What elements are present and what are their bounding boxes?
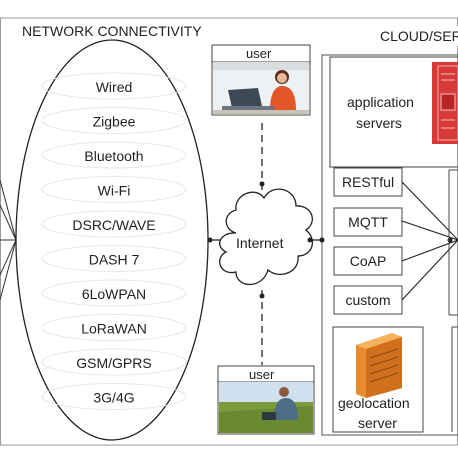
bottom-user-label: user <box>249 367 275 382</box>
protocol-pill <box>41 176 187 203</box>
cloud-section-frame <box>321 54 458 436</box>
geolocation-label-line2: server <box>358 415 397 431</box>
cloud-services-title: CLOUD/SER <box>380 28 458 44</box>
junction-dot <box>207 237 213 243</box>
network-protocols-ellipse <box>15 39 209 441</box>
protocol-label: Wired <box>96 79 133 95</box>
api-label: RESTful <box>342 174 394 190</box>
protocol-label: DASH 7 <box>89 252 140 268</box>
junction-dot <box>259 293 265 299</box>
protocol-label: 6LoWPAN <box>82 286 146 302</box>
protocol-pill <box>41 279 187 307</box>
protocol-pill <box>41 210 187 238</box>
internet-label: Internet <box>236 235 284 251</box>
api-box <box>333 246 403 276</box>
api-box <box>333 167 403 197</box>
protocol-pill <box>41 107 187 134</box>
junction-dot <box>307 237 313 243</box>
protocol-label: Zigbee <box>93 114 136 130</box>
woman-laptop-photo <box>213 62 309 114</box>
protocol-pill <box>41 72 187 100</box>
network-connectivity-title: NETWORK CONNECTIVITY <box>22 23 202 39</box>
app-servers-label-line1: application <box>347 94 414 110</box>
protocol-label: GSM/GPRS <box>76 355 151 371</box>
device-fan-lines <box>0 179 17 301</box>
internet-cloud <box>219 188 314 286</box>
junction-dot <box>319 237 325 243</box>
api-label: MQTT <box>348 214 388 230</box>
geolocation-frame <box>332 326 424 433</box>
api-label: CoAP <box>350 253 387 269</box>
protocol-pill <box>41 348 187 376</box>
protocol-label: 3G/4G <box>93 390 134 406</box>
api-box <box>333 285 403 315</box>
farmer-field-photo <box>219 382 313 433</box>
protocol-label: LoRaWAN <box>81 321 147 337</box>
protocol-pill <box>41 141 187 169</box>
protocol-label: Bluetooth <box>84 148 143 164</box>
protocol-label: Wi-Fi <box>98 183 131 199</box>
app-servers-label-line2: servers <box>356 115 402 131</box>
app-servers-frame <box>329 56 458 168</box>
api-label: custom <box>345 292 390 308</box>
protocol-label: DSRC/WAVE <box>72 217 155 233</box>
protocol-pill <box>41 245 187 272</box>
geolocation-server-icon <box>356 333 402 398</box>
protocol-pill <box>41 383 187 410</box>
protocol-pill <box>41 314 187 341</box>
geolocation-label-line1: geolocation <box>338 395 410 411</box>
top-user-label: user <box>246 46 272 61</box>
cloud-title-bg <box>376 26 458 46</box>
api-box <box>333 207 403 237</box>
app-server-icon <box>432 62 458 144</box>
junction-dot <box>447 237 453 243</box>
junction-dot <box>259 181 265 187</box>
